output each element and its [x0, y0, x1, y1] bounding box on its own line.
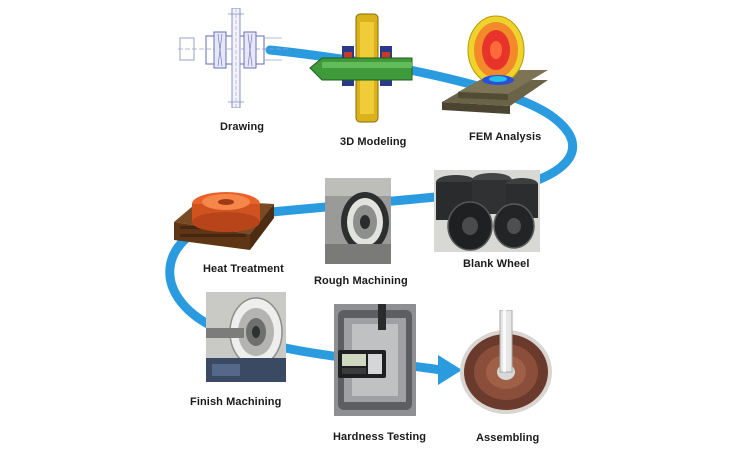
flow-arrowhead — [438, 355, 462, 385]
step-label-hardness-testing: Hardness Testing — [333, 431, 427, 443]
step-label-rough-machining: Rough Machining — [314, 275, 408, 287]
fem-stress-wheel-icon — [442, 15, 548, 114]
step-label-drawing: Drawing — [220, 121, 265, 133]
step-label-blank-wheel: Blank Wheel — [463, 258, 530, 270]
flow-curve — [165, 45, 577, 375]
assembled-wheel-icon — [460, 310, 552, 414]
step-label-assembling: Assembling — [476, 432, 540, 444]
blank-wheels-stack-icon — [434, 170, 540, 252]
step-label-3d-modeling: 3D Modeling — [340, 136, 407, 148]
step-label-fem-analysis: FEM Analysis — [469, 131, 542, 143]
step-label-finish-machining: Finish Machining — [190, 396, 282, 408]
hardness-tester-icon — [334, 304, 416, 416]
technical-drawing-icon — [178, 8, 290, 108]
wheel-3d-model-icon — [309, 13, 413, 123]
finish-machined-wheel-icon — [206, 292, 286, 382]
rough-machined-wheel-icon — [325, 178, 391, 264]
step-label-heat-treatment: Heat Treatment — [203, 263, 284, 275]
heat-treated-wheel-icon — [174, 192, 274, 250]
